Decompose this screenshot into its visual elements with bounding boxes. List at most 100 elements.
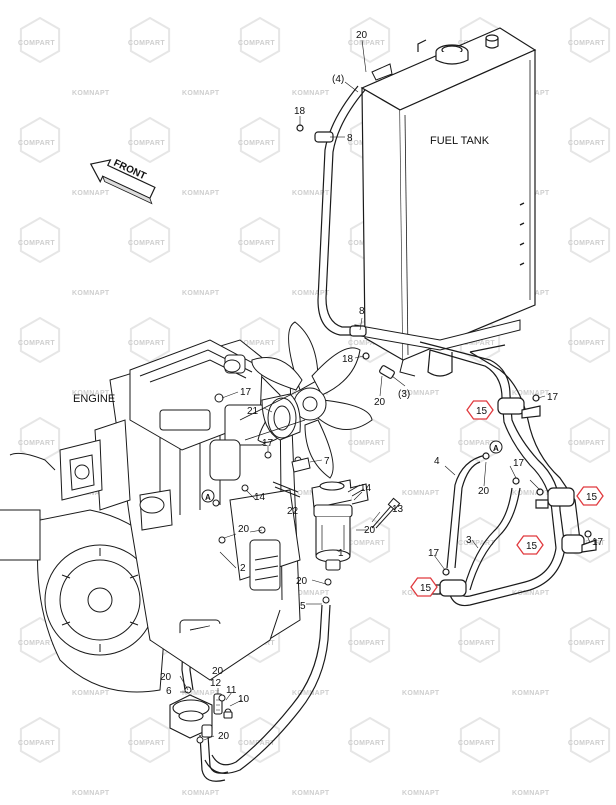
highlight-hexagon	[576, 486, 604, 506]
watermark-logo: COMPART KOMNAPT	[238, 16, 330, 97]
part-label-21: 21	[247, 406, 259, 417]
watermark-text: COMPART	[458, 440, 495, 447]
part-label-17-mid: 17	[513, 458, 525, 469]
part-label-20-engine: 20	[238, 524, 250, 535]
highlight-hexagon	[516, 535, 544, 555]
watermark-text: COMPART	[128, 40, 165, 47]
highlight-hexagon	[466, 400, 494, 420]
watermark-text: COMPART	[238, 40, 275, 47]
watermark-logo: COMPART KOMNAPT	[458, 616, 550, 697]
watermark-text: COMPART	[568, 740, 605, 747]
watermark-text: COMPART	[458, 340, 495, 347]
watermark-text: COMPART	[18, 40, 55, 47]
watermark-text: KOMNAPT	[402, 490, 440, 497]
watermark-text: COMPART	[18, 240, 55, 247]
part-number-labels: 1 2 3 4 5 6 7 8 8 10 11 12 13 14 14 17 1…	[160, 30, 604, 742]
watermark-text: COMPART	[128, 740, 165, 747]
part-label-20-lines: 20	[478, 486, 490, 497]
part-label-1: 1	[338, 548, 344, 559]
callout-a-markers	[201, 440, 503, 503]
fuel-tank	[354, 27, 537, 377]
watermark-text: KOMNAPT	[292, 590, 330, 597]
callout-a-labels: A A	[205, 444, 499, 502]
watermark-text: KOMNAPT	[292, 490, 330, 497]
watermark-text: KOMNAPT	[512, 790, 550, 797]
part-label-20-pump-right: 20	[212, 666, 224, 677]
part-label-22: 22	[287, 506, 299, 517]
watermark-text: COMPART	[458, 740, 495, 747]
watermark-logo: COMPART KOMNAPT	[458, 716, 550, 797]
watermark-logo: COMPART KOMNAPT	[128, 716, 220, 797]
watermark-text: KOMNAPT	[182, 790, 220, 797]
part-label-18-bottom: 18	[342, 354, 354, 365]
watermark-text: COMPART	[568, 440, 605, 447]
part-label-3: 3	[466, 535, 472, 546]
watermark-text: KOMNAPT	[72, 690, 110, 697]
watermark-logo: COMPART KOMNAPT	[18, 16, 110, 97]
watermark-text: COMPART	[128, 340, 165, 347]
callout-a-lines-label: A	[493, 444, 499, 453]
clamp-lower-right	[561, 530, 597, 554]
part-label-2: 2	[240, 563, 246, 574]
clamp-upper	[497, 394, 541, 419]
fuel-tank-title: FUEL TANK	[430, 135, 490, 147]
part-label-8-top: 8	[347, 133, 353, 144]
watermark-logo: COMPART KOMNAPT	[238, 216, 330, 297]
part-label-15-d: 15	[420, 583, 432, 594]
part-label-20-bottom: 20	[218, 731, 230, 742]
watermark-text: KOMNAPT	[182, 90, 220, 97]
part-label-4: 4	[434, 456, 440, 467]
part-label-14-filter: 14	[360, 483, 372, 494]
watermark-text: COMPART	[458, 540, 495, 547]
clamp-tank	[314, 131, 367, 337]
part-label-14-engine: 14	[254, 492, 266, 503]
watermark-text: COMPART	[18, 740, 55, 747]
watermark-text: KOMNAPT	[292, 290, 330, 297]
part-label-17-engine: 17	[240, 387, 252, 398]
part-label-17-left: 17	[428, 548, 440, 559]
watermark-text: COMPART	[238, 340, 275, 347]
watermark-text: COMPART	[348, 40, 385, 47]
watermark-text: COMPART	[568, 240, 605, 247]
watermark-text: KOMNAPT	[402, 390, 440, 397]
watermark-text: KOMNAPT	[512, 590, 550, 597]
part-label-15-b: 15	[586, 492, 598, 503]
watermark-text: KOMNAPT	[182, 290, 220, 297]
part-label-15-a: 15	[476, 406, 488, 417]
watermark-text: KOMNAPT	[292, 790, 330, 797]
highlighted-labels: 15 15 15 15	[420, 406, 598, 594]
watermark-text: COMPART	[348, 540, 385, 547]
callout-a-engine	[201, 489, 215, 503]
watermark-text: COMPART	[568, 40, 605, 47]
callout-a-lines	[489, 440, 503, 454]
callout-a-engine-label: A	[205, 493, 211, 502]
watermark-text: COMPART	[18, 340, 55, 347]
watermark-text: COMPART	[238, 240, 275, 247]
part-label-3-paren: (3)	[398, 389, 410, 400]
watermark-text: COMPART	[348, 640, 385, 647]
watermark-text: KOMNAPT	[512, 690, 550, 697]
part-label-17-clamp-top: 17	[547, 392, 559, 403]
watermark-text: KOMNAPT	[292, 90, 330, 97]
leader-lines	[179, 39, 591, 741]
watermark-text: KOMNAPT	[402, 790, 440, 797]
part-label-7: 7	[324, 456, 330, 467]
watermark-text: COMPART	[128, 140, 165, 147]
watermark-text: COMPART	[458, 640, 495, 647]
watermark-text: KOMNAPT	[512, 390, 550, 397]
watermark-logo: COMPART KOMNAPT	[128, 16, 220, 97]
alternator-fan	[239, 321, 373, 479]
watermark-text: COMPART	[568, 140, 605, 147]
watermark-text: COMPART	[348, 740, 385, 747]
front-arrow	[89, 159, 156, 205]
watermark-text: KOMNAPT	[72, 90, 110, 97]
part-label-4-paren: (4)	[332, 74, 344, 85]
